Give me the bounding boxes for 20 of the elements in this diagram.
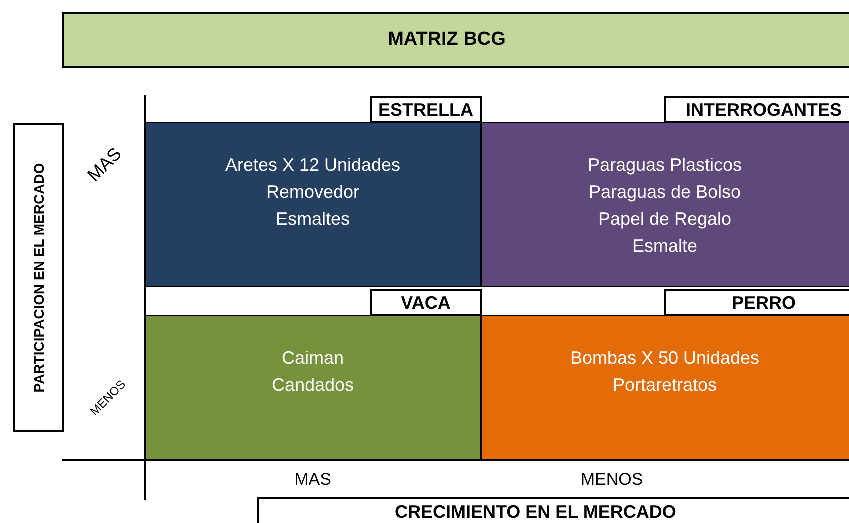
- product-item: Candados: [270, 374, 356, 397]
- title-banner: MATRIZ BCG: [62, 12, 849, 68]
- quadrant-heading: ESTRELLA: [370, 96, 482, 123]
- axis-title: CRECIMIENTO EN EL MERCADO: [257, 497, 849, 523]
- product-item: Esmalte: [631, 235, 699, 258]
- product-item: Removedor: [265, 181, 361, 204]
- product-item: Paraguas de Bolso: [588, 181, 742, 204]
- product-item: Esmaltes: [274, 208, 352, 231]
- product-item: Paraguas Plasticos: [586, 154, 744, 177]
- axis-level-label: MENOS: [580, 470, 644, 490]
- quadrant-heading: INTERROGANTES: [664, 96, 849, 123]
- quadrant-heading: PERRO: [664, 289, 849, 316]
- product-item: Portaretratos: [612, 374, 718, 397]
- product-item: Bombas X 50 Unidades: [569, 347, 761, 370]
- product-item: Papel de Regalo: [597, 208, 733, 231]
- axis-level-label: MAS: [294, 470, 332, 490]
- axis-title: PARTICIPACION EN EL MERCADO: [30, 162, 46, 392]
- product-item: Caiman: [280, 347, 346, 370]
- quadrant-heading: VACA: [370, 289, 482, 316]
- product-item: Aretes X 12 Unidades: [224, 154, 402, 177]
